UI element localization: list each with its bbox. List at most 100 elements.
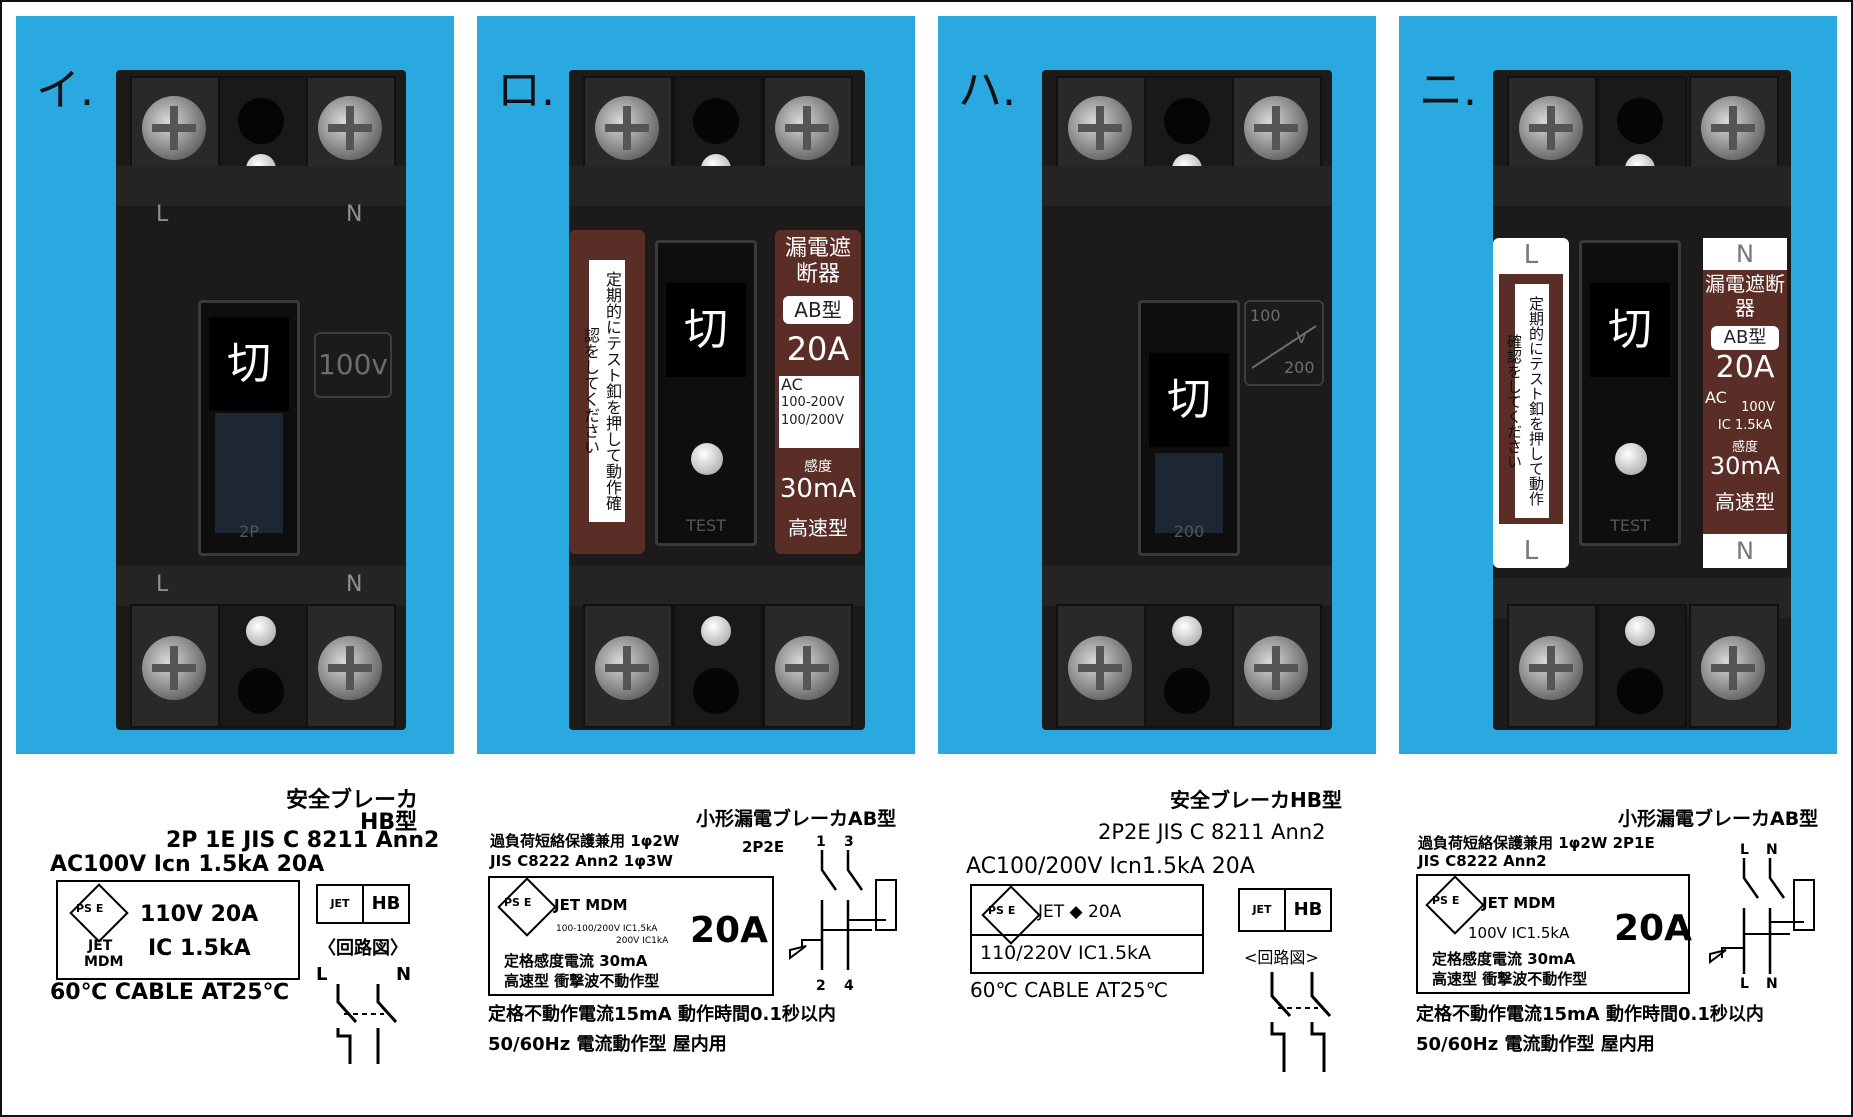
terminal-slot [583,604,673,728]
foot-line1: 定格不動作電流15mA 動作時間0.1秒以内 [1416,1004,1764,1025]
terminal-slot [1232,604,1322,728]
spec-speed: 高速型 [788,516,848,540]
rating-bottom: 200 [1284,358,1315,377]
screw-icon [318,96,382,160]
cap-line2: JIS C8222 Ann2 [1418,852,1547,870]
cap-type: HB型 [360,810,418,835]
rating-top: 100 [1250,306,1281,325]
bottom-band [1042,566,1332,606]
screw-icon [775,636,839,700]
panel-ha: ハ. 切 200 100 V 200 [938,16,1376,754]
terminal-label: L [156,572,169,597]
ps-text: PS E [988,904,1016,917]
jet-text: JET MDM [554,896,628,914]
switch-off-char: 切 [666,283,746,377]
spec-amp: 20A [1715,350,1775,385]
cap-line4: AC100V Icn 1.5kA 20A [50,852,325,877]
switch-off-char: 切 [1149,353,1229,447]
box-divider [972,934,1202,936]
spec-ac-box: AC 100-200V 100/200V [779,376,859,448]
lbl-n: N [1766,842,1778,858]
screw-icon [142,636,206,700]
spec-title: 漏電遮断器 [1705,272,1785,320]
jet-text: JET [88,938,113,954]
note-label: L 定期的にテスト釦を押して動作確認をしてください L [1493,238,1569,568]
panel-ro: ロ. 定期的にテスト釦を押して動作確認をしてください 切 TEST 漏電遮断器 … [477,16,915,754]
amp-text: 20A [1614,908,1692,949]
screw-icon [1519,636,1583,700]
test-text: TEST [1610,516,1650,535]
switch-off-char: 切 [1590,283,1670,377]
toggle-switch[interactable]: 切 2P [198,300,300,556]
switch-off-char: 切 [209,317,289,411]
box-line2: IC 1.5kA [148,936,251,961]
terminal-label: N [346,572,363,597]
num-1: 1 [816,834,826,850]
rating-slash [1251,325,1317,369]
circuit-l: L [316,964,328,985]
ps-text: PS E [76,902,104,915]
cap-title: 小形漏電ブレーカAB型 [696,808,897,830]
hb-logo-icon: HB [1284,888,1332,932]
cert-box: PS E JET MDM 100-100/200V IC1.5kA 200V I… [488,876,774,996]
terminal-slot [306,604,396,728]
ps-text: PS E [1432,894,1460,907]
panel-label: ニ. [1419,65,1477,116]
rating-v: V [1296,328,1307,347]
hole [238,668,284,714]
rivet [701,616,731,646]
cap-line1: 2P2E JIS C 8211 Ann2 [1098,820,1326,844]
cap-line3: 2P 1E JIS C 8211 Ann2 [166,828,440,853]
toggle-lever [215,413,283,533]
toggle-text: 200 [1173,522,1205,541]
terminal-label: L [156,202,169,227]
screw-icon [1068,636,1132,700]
label-n-bottom: N [1703,534,1787,568]
test-button[interactable] [1615,443,1647,475]
cert-box: PS E 110V 20A JET MDM IC 1.5kA [56,880,300,980]
breaker-body: 切 200 100 V 200 [1042,70,1332,730]
cap-title: 安全ブレーカHB型 [1170,788,1342,812]
num-4: 4 [844,978,854,994]
circuit-diagram [336,984,398,1064]
toggle-text: 2P [239,522,259,541]
spec-sens: 感度 [1731,440,1758,455]
spec-ac: AC [1705,388,1727,407]
spec-sens: 感度 [804,459,832,475]
rivet [1625,616,1655,646]
rivet [1172,616,1202,646]
foot-line2: 50/60Hz 電流動作型 屋内用 [1416,1034,1655,1055]
center-slot [1144,604,1234,728]
spec-type: AB型 [1711,326,1779,350]
speed-text: 高速型 衝撃波不動作型 [504,972,660,990]
screw-icon [1244,636,1308,700]
spec-speed: 高速型 [1715,490,1775,514]
screw-icon [595,636,659,700]
spec-volt1: 100-200V [781,395,845,410]
test-button[interactable] [691,443,723,475]
panel-label: イ. [36,65,94,116]
spec-title: 漏電遮断器 [784,236,851,287]
spec-ac: AC [781,375,803,394]
foot-line1: 定格不動作電流15mA 動作時間0.1秒以内 [488,1004,836,1025]
breaker-body: L N 切 2P 100v L N [116,70,406,730]
toggle-switch[interactable]: 切 TEST [655,240,757,546]
panel-label: ハ. [958,65,1016,116]
jet-logo-icon: JET [1238,888,1286,932]
lbl-l: L [1740,842,1749,858]
circuit-diagram [789,850,897,970]
spec-ma: 30mA [779,474,857,504]
jet-text: JET MDM [1482,894,1556,912]
box-line2: 110/220V IC1.5kA [980,942,1152,964]
terminal-slot [1689,604,1779,728]
rating-box: 100v [314,332,392,398]
label-l-top: L [1523,240,1539,270]
toggle-switch[interactable]: 切 TEST [1579,240,1681,546]
label-l-bottom: L [1523,536,1539,566]
cert-box: PS E JET ◆ 20A 110/220V IC1.5kA [970,884,1204,974]
cap-line2: AC100/200V Icn1.5kA 20A [966,854,1255,879]
toggle-switch[interactable]: 切 200 [1138,300,1240,556]
mdm-text: MDM [84,954,124,970]
hole [1164,668,1210,714]
spec-ic: IC 1.5kA [1717,418,1773,433]
